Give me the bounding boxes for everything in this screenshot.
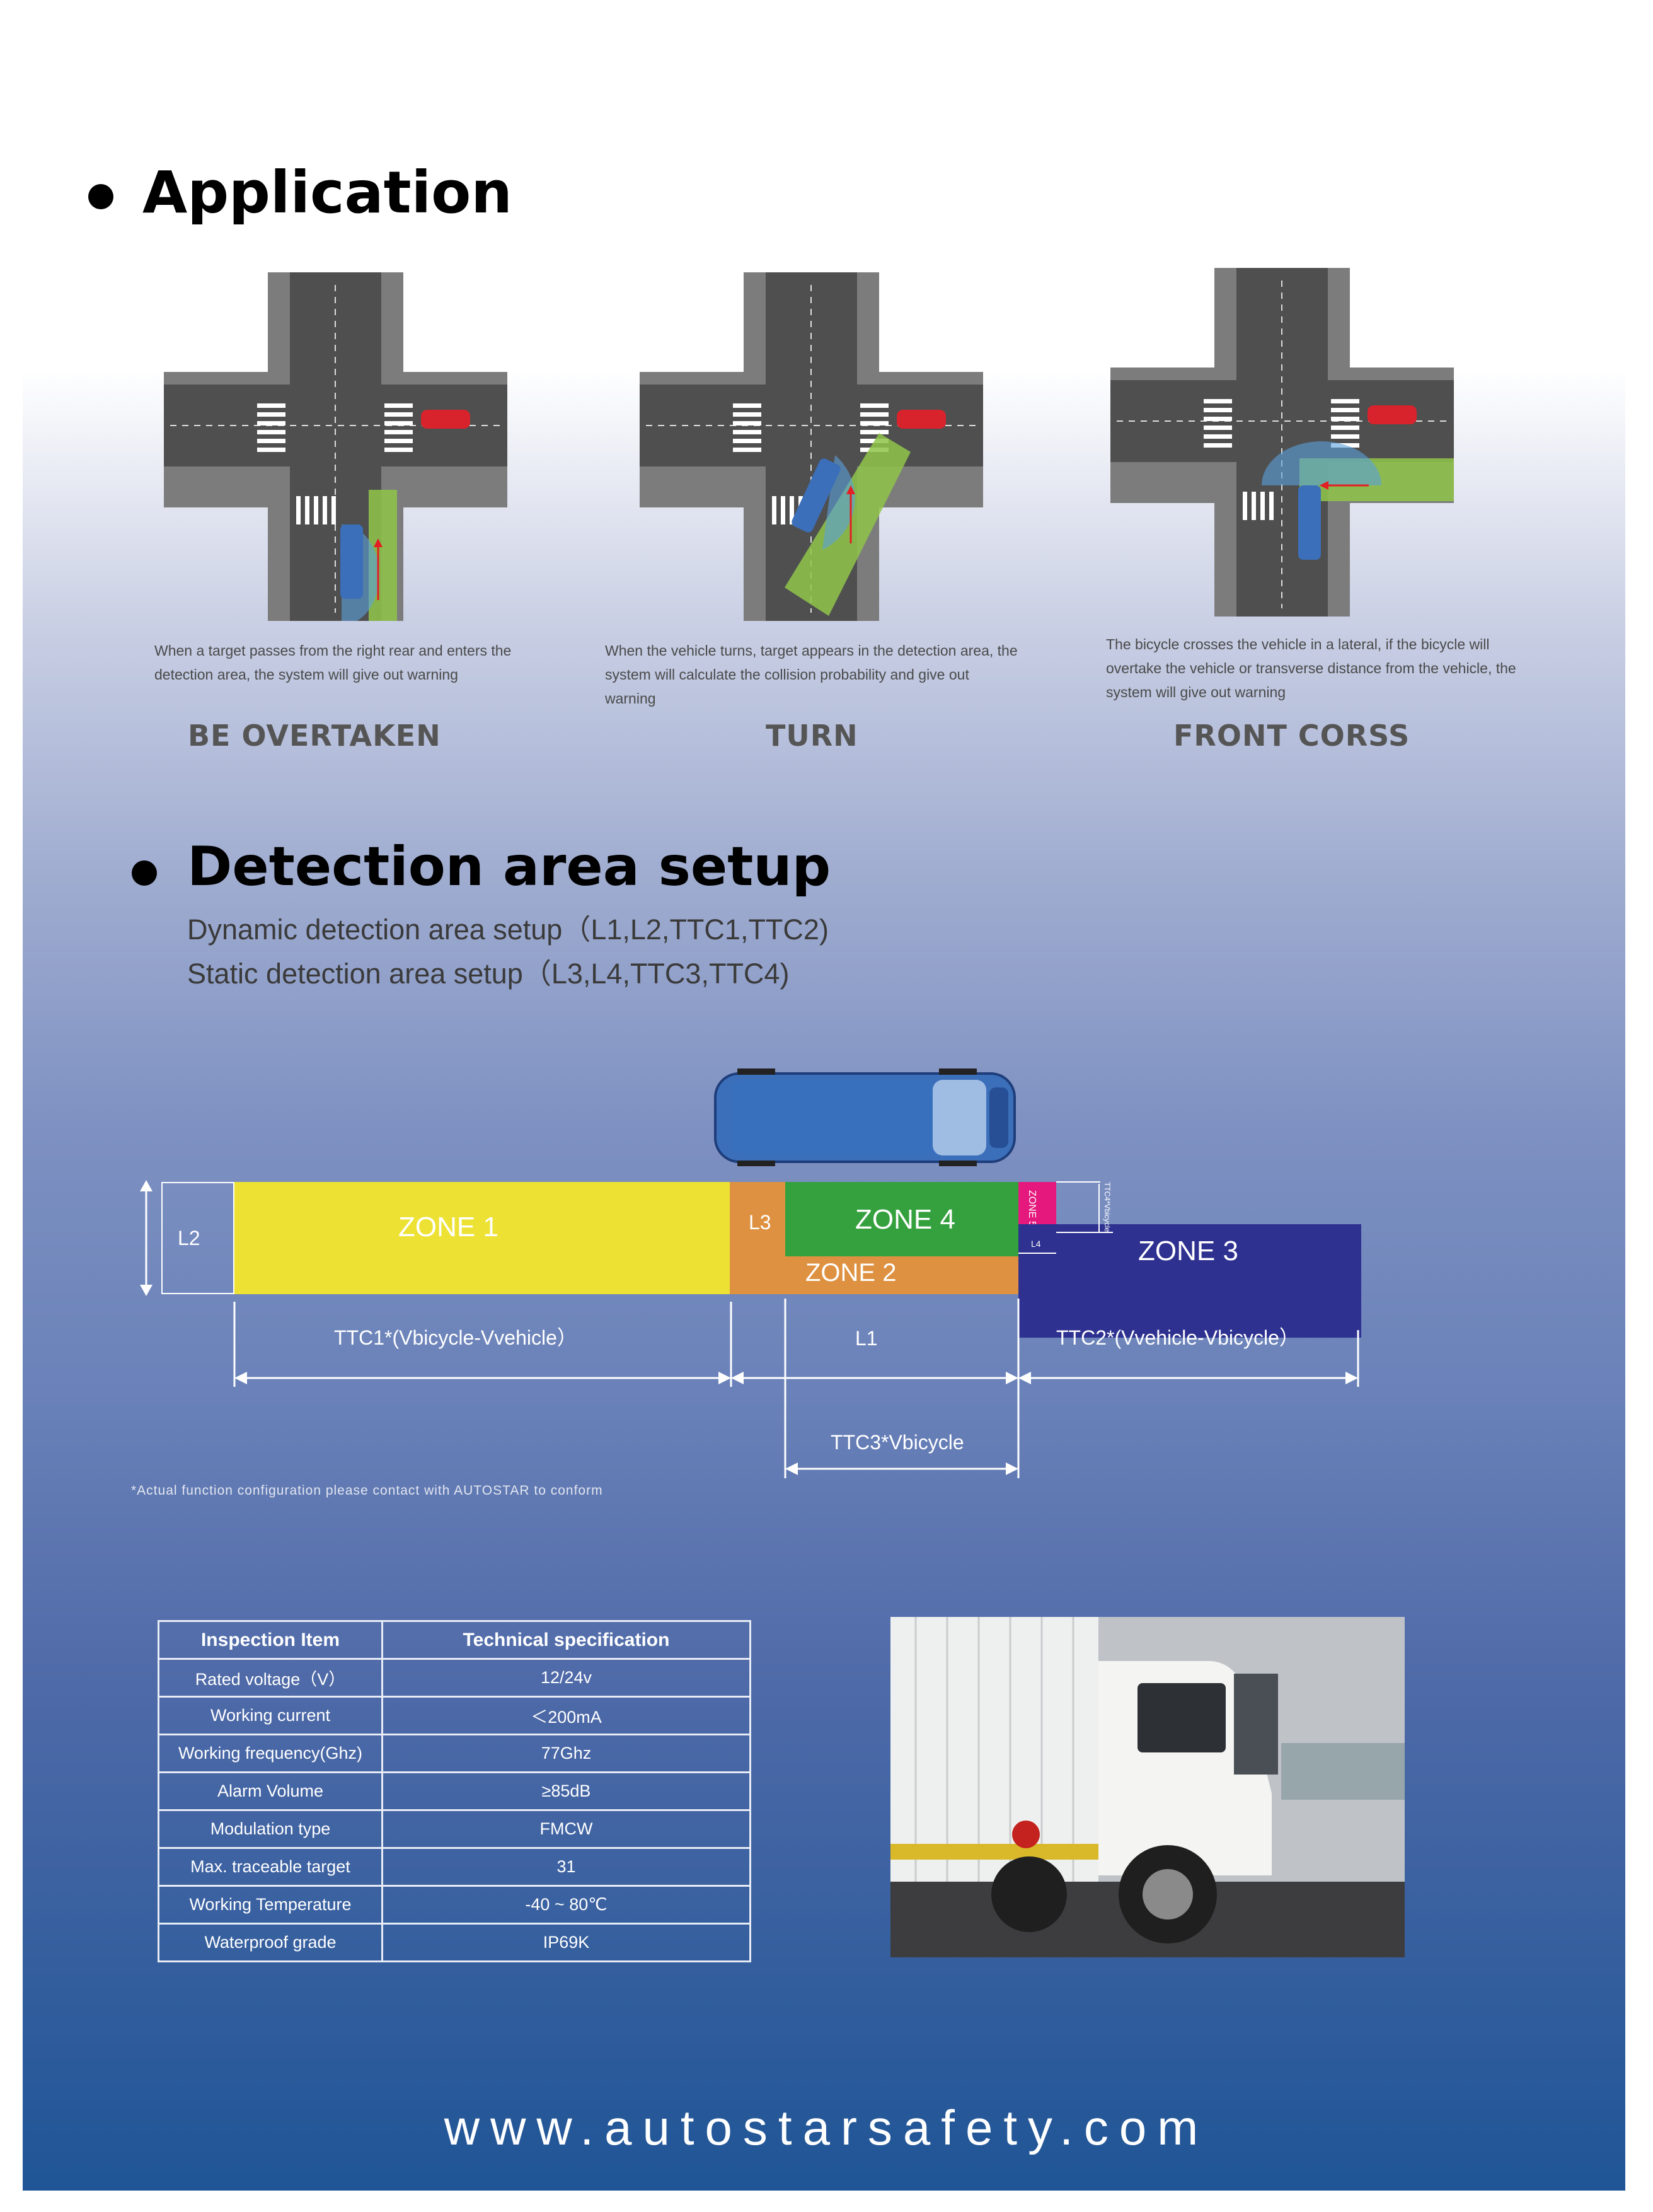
table-cell: Rated voltage（V）: [158, 1658, 383, 1698]
zone-4-label: ZONE 4: [855, 1204, 955, 1235]
bus-top-view-icon: [714, 1068, 1016, 1166]
l2-label: L2: [178, 1227, 200, 1249]
table-cell: Modulation type: [158, 1809, 383, 1849]
table-cell: Waterproof grade: [158, 1923, 383, 1962]
scenario-caption-turn: When the vehicle turns, target appears i…: [605, 642, 1018, 707]
table-cell: ≥85dB: [381, 1771, 751, 1811]
truck-photo: [890, 1617, 1405, 1957]
scenario-caption-overtaken: When a target passes from the right rear…: [154, 642, 512, 683]
dynamic-setup-line: Dynamic detection area setup（L1,L2,TTC1,…: [187, 913, 829, 946]
table-header-row: Inspection Item Technical specification: [158, 1620, 751, 1660]
scenario-title-front-cross: FRONT CORSS: [1173, 719, 1410, 753]
zone-4: [785, 1182, 1018, 1256]
l4-label: L4: [1031, 1239, 1041, 1249]
intersection-diagram-turn: [640, 272, 983, 621]
table-cell: -40 ~ 80℃: [381, 1885, 751, 1925]
detection-heading: Detection area setup: [187, 835, 831, 898]
footer-url[interactable]: www.autostarsafety.com: [444, 2100, 1209, 2155]
ttc2-label: TTC2*(Vvehicle-Vbicycle）: [1056, 1326, 1299, 1349]
static-setup-line: Static detection area setup（L3,L4,TTC3,T…: [187, 958, 790, 990]
table-row: Working current＜200mA: [158, 1696, 751, 1735]
intersection-diagram-overtaken: [164, 272, 507, 621]
zone-1-label: ZONE 1: [398, 1212, 498, 1242]
table-cell: IP69K: [381, 1923, 751, 1962]
zone-5-label: ZONE 5: [1027, 1190, 1037, 1227]
table-cell: Working current: [158, 1696, 383, 1735]
l3-strip: [730, 1182, 785, 1294]
l1-label: L1: [855, 1327, 878, 1350]
scenario-caption-front-cross: The bicycle crosses the vehicle in a lat…: [1106, 636, 1516, 700]
zone-3: [1018, 1224, 1361, 1338]
zone-3-label: ZONE 3: [1138, 1236, 1238, 1266]
table-row: Working Temperature-40 ~ 80℃: [158, 1885, 751, 1925]
bullet-icon: [88, 184, 113, 209]
intersection-diagram-front-cross: [1110, 268, 1454, 617]
ttc3-label: TTC3*Vbicycle: [831, 1431, 964, 1454]
table-cell: ＜200mA: [381, 1696, 751, 1735]
spec-table: Inspection Item Technical specification …: [158, 1620, 751, 1962]
l3-label: L3: [749, 1211, 771, 1234]
table-cell: 12/24v: [381, 1658, 751, 1698]
application-heading: Application: [142, 159, 512, 226]
table-cell: 31: [381, 1847, 751, 1887]
ttc4-l4-marks: [1018, 1181, 1113, 1254]
bullet-icon: [132, 860, 157, 886]
table-header: Technical specification: [381, 1620, 751, 1660]
zone-1: [234, 1182, 730, 1294]
table-row: Working frequency(Ghz)77Ghz: [158, 1734, 751, 1773]
scenario-title-turn: TURN: [766, 719, 858, 753]
table-cell: Working frequency(Ghz): [158, 1734, 383, 1773]
zone-2-label: ZONE 2: [805, 1259, 897, 1287]
ttc1-label: TTC1*(Vbicycle-Vvehicle）: [334, 1326, 577, 1349]
table-cell: Alarm Volume: [158, 1771, 383, 1811]
footnote: *Actual function configuration please co…: [131, 1483, 603, 1498]
table-row: Rated voltage（V）12/24v: [158, 1658, 751, 1698]
table-cell: Working Temperature: [158, 1885, 383, 1925]
scenario-title-overtaken: BE OVERTAKEN: [188, 719, 441, 753]
ttc4-label: TTC4*Vbicycle: [1103, 1182, 1112, 1232]
table-cell: 77Ghz: [381, 1734, 751, 1773]
table-row: Alarm Volume≥85dB: [158, 1771, 751, 1811]
table-cell: Max. traceable target: [158, 1847, 383, 1887]
zone-2: [785, 1256, 1018, 1294]
l2-box: [161, 1182, 234, 1294]
table-cell: FMCW: [381, 1809, 751, 1849]
table-header: Inspection Item: [158, 1620, 383, 1660]
